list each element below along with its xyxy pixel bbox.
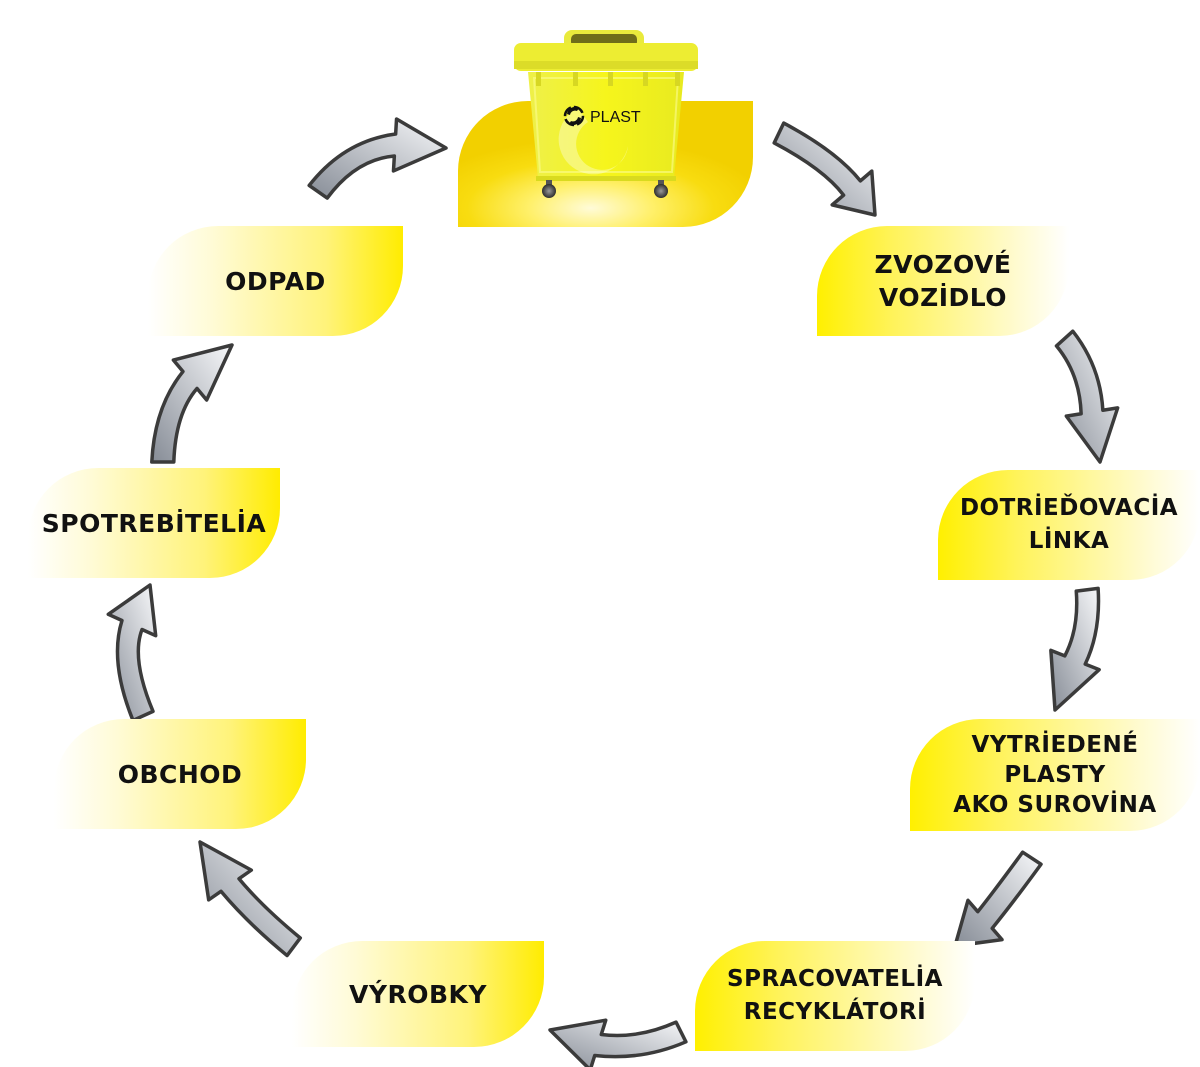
bin-wheel-left [542, 184, 556, 198]
step-label: VYTRİEDENÉ PLASTY AKO SUROVİNA [953, 732, 1157, 818]
step-spracovatelia-recyklatori: SPRACOVATELİA RECYKLÁTORİ [695, 941, 975, 1051]
step-odpad: ODPAD [148, 226, 403, 336]
step-label: ZVOZOVÉ VOZİDLO [874, 250, 1012, 312]
arrow-zvoz-to-dotr-icon [1054, 329, 1120, 464]
step-spotrebitelia: SPOTREBİTELİA [28, 468, 280, 578]
arrow-spra-to-vyro-icon [548, 1018, 688, 1067]
recycle-swirl-icon [563, 105, 585, 127]
arrow-bin-to-zvoz-icon [772, 121, 877, 217]
step-label: ODPAD [225, 266, 326, 296]
step-obchod: OBCHOD [54, 719, 306, 829]
arrow-odpa-to-bin-icon [307, 117, 448, 200]
bin-wheel-right [654, 184, 668, 198]
step-vytriedene-plasty: VYTRİEDENÉ PLASTY AKO SUROVİNA [910, 719, 1200, 831]
step-label: OBCHOD [117, 759, 243, 789]
step-label: DOTRİEĎOVACİA LİNKA [959, 495, 1179, 554]
arrow-spot-to-odpa-icon [150, 343, 234, 464]
bin-label: PLAST [590, 109, 641, 126]
step-label: VÝROBKY [349, 979, 487, 1009]
arrow-vytr-to-spra-icon [953, 850, 1043, 948]
step-vyrobky: VÝROBKY [292, 941, 544, 1047]
arrow-vyro-to-obch-icon [198, 840, 303, 958]
swirl-watermark [558, 108, 628, 175]
step-dotriedovacia-linka: DOTRİEĎOVACİA LİNKA [938, 470, 1200, 580]
step-zvozove-vozidlo: ZVOZOVÉ VOZİDLO [817, 226, 1069, 336]
plast-bin-icon: PLAST [514, 30, 698, 198]
bin-body [528, 72, 684, 178]
step-label: SPOTREBİTELİA [41, 508, 267, 538]
step-label: SPRACOVATELİA RECYKLÁTORİ [727, 966, 943, 1025]
arrow-obch-to-spot-icon [106, 583, 158, 723]
arrow-dotr-to-vytr-icon [1049, 586, 1101, 712]
